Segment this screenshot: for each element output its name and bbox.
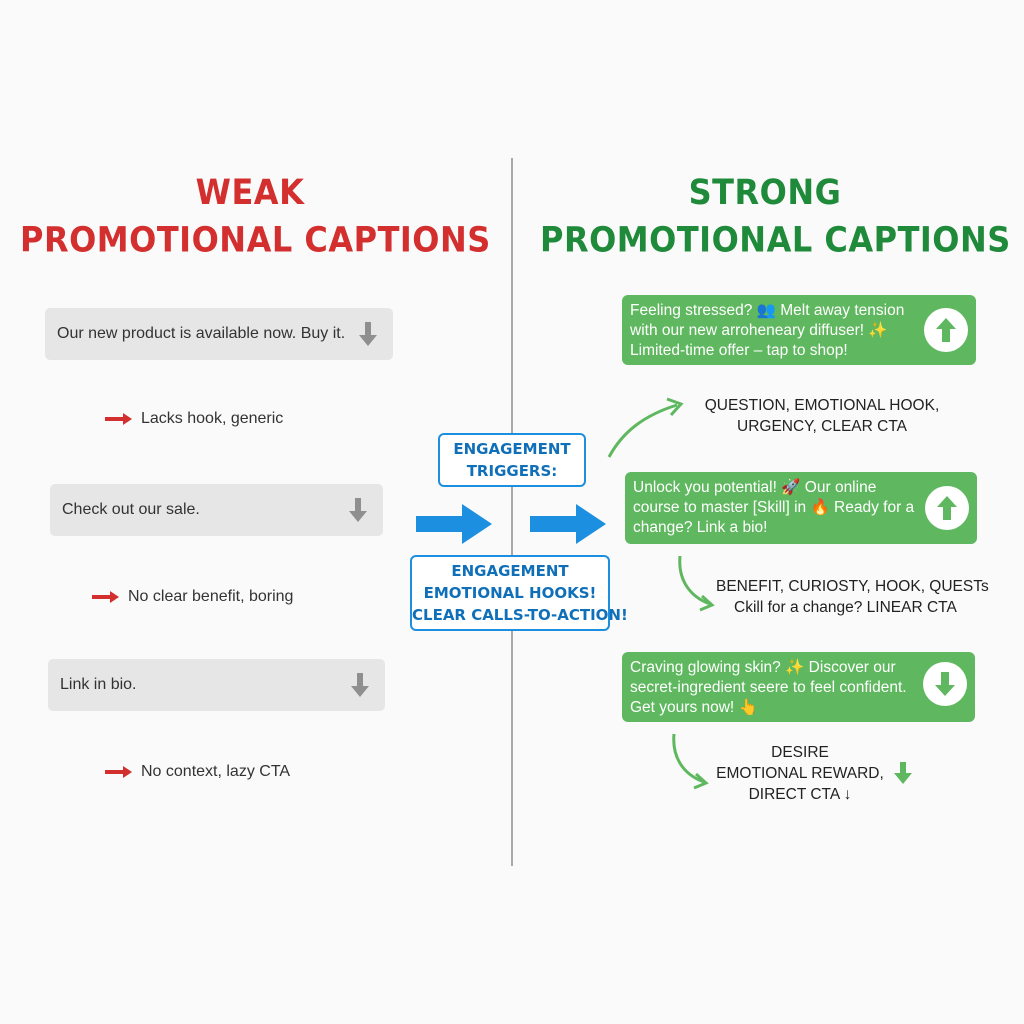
- weak-note-2: No clear benefit, boring: [92, 588, 293, 606]
- strong-annotation-2: BENEFIT, CURIOSTY, HOOK, QUESTs Ckill fo…: [716, 576, 989, 618]
- strong-caption-line: change? Link a bio!: [633, 519, 768, 536]
- annotation-line: EMOTIONAL REWARD,: [716, 765, 884, 782]
- strong-caption-line: Feeling stressed? 👥 Melt away tension: [630, 302, 905, 319]
- strong-caption-line: secret-ingredient seere to feel confiden…: [630, 679, 907, 696]
- weak-caption-text: Our new product is available now. Buy it…: [57, 325, 346, 342]
- strong-title-line1: STRONG: [688, 171, 842, 213]
- blue-arrow-right: [530, 504, 606, 544]
- annotation-line: QUESTION, EMOTIONAL HOOK,: [704, 397, 940, 414]
- down-arrow-circle-icon: [923, 662, 967, 706]
- strong-caption-3: Craving glowing skin? ✨ Discover our sec…: [622, 652, 975, 722]
- strong-title-line2: PROMOTIONAL CAPTIONS: [540, 219, 1011, 261]
- strong-caption-line: with our new arroheneary diffuser! ✨: [630, 322, 888, 339]
- annotation-line: BENEFIT, CURIOSTY, HOOK, QUESTs: [716, 578, 989, 595]
- red-arrow-icon: [92, 591, 119, 603]
- annotation-line: URGENCY, CLEAR CTA: [737, 418, 907, 435]
- red-arrow-icon: [105, 766, 132, 778]
- hooks-line1: ENGAGEMENT: [451, 562, 569, 580]
- strong-annotation-3: DESIRE EMOTIONAL REWARD, DIRECT CTA ↓: [700, 742, 900, 805]
- triggers-line2: TRIGGERS:: [466, 462, 558, 480]
- weak-note-text: No clear benefit, boring: [128, 588, 294, 605]
- weak-title-line2: PROMOTIONAL CAPTIONS: [20, 219, 491, 261]
- hooks-line3: CLEAR CALLS-TO-ACTION!: [412, 606, 628, 624]
- strong-caption-line: Unlock you potential! 🚀 Our online: [633, 479, 877, 496]
- down-arrow-icon: [359, 322, 377, 346]
- emotional-hooks-box: ENGAGEMENT EMOTIONAL HOOKS! CLEAR CALLS-…: [410, 555, 628, 631]
- center-divider: [511, 158, 513, 866]
- green-down-arrow-icon: [894, 762, 912, 784]
- strong-title: STRONG PROMOTIONAL CAPTIONS: [540, 168, 1011, 263]
- weak-caption-text: Link in bio.: [60, 676, 137, 693]
- weak-note-text: No context, lazy CTA: [141, 763, 291, 780]
- weak-note-3: No context, lazy CTA: [105, 763, 290, 781]
- weak-caption-1: Our new product is available now. Buy it…: [45, 308, 393, 360]
- green-curve-arrow-3: [672, 733, 709, 790]
- strong-caption-line: course to master [Skill] in 🔥 Ready for …: [633, 499, 915, 516]
- annotation-line: Ckill for a change? LINEAR CTA: [734, 599, 957, 616]
- up-arrow-circle-icon: [924, 308, 968, 352]
- down-arrow-icon: [351, 673, 369, 697]
- weak-caption-text: Check out our sale.: [62, 501, 200, 518]
- weak-caption-2: Check out our sale.: [50, 484, 383, 536]
- weak-title-line1: WEAK: [195, 171, 305, 213]
- weak-note-text: Lacks hook, generic: [141, 410, 284, 427]
- strong-caption-line: Get yours now! 👆: [630, 699, 758, 716]
- strong-caption-line: Craving glowing skin? ✨ Discover our: [630, 659, 896, 676]
- annotation-line: DIRECT CTA ↓: [748, 786, 852, 803]
- up-arrow-circle-icon: [925, 486, 969, 530]
- green-curve-arrow-2: [678, 555, 715, 612]
- weak-note-1: Lacks hook, generic: [105, 410, 283, 428]
- red-arrow-icon: [105, 413, 132, 425]
- engagement-triggers-box: ENGAGEMENT TRIGGERS:: [438, 433, 586, 487]
- weak-title: WEAK PROMOTIONAL CAPTIONS: [20, 168, 491, 263]
- strong-caption-2: Unlock you potential! 🚀 Our online cours…: [625, 472, 977, 544]
- hooks-line2: EMOTIONAL HOOKS!: [423, 584, 597, 602]
- green-curve-arrow-1: [607, 397, 684, 458]
- strong-caption-line: Limited-time offer – tap to shop!: [630, 342, 848, 359]
- triggers-line1: ENGAGEMENT: [453, 440, 571, 458]
- blue-arrow-left: [416, 504, 492, 544]
- weak-caption-3: Link in bio.: [48, 659, 385, 711]
- annotation-line: DESIRE: [771, 744, 829, 761]
- strong-caption-1: Feeling stressed? 👥 Melt away tension wi…: [622, 295, 976, 365]
- strong-annotation-1: QUESTION, EMOTIONAL HOOK, URGENCY, CLEAR…: [672, 395, 972, 437]
- down-arrow-icon: [349, 498, 367, 522]
